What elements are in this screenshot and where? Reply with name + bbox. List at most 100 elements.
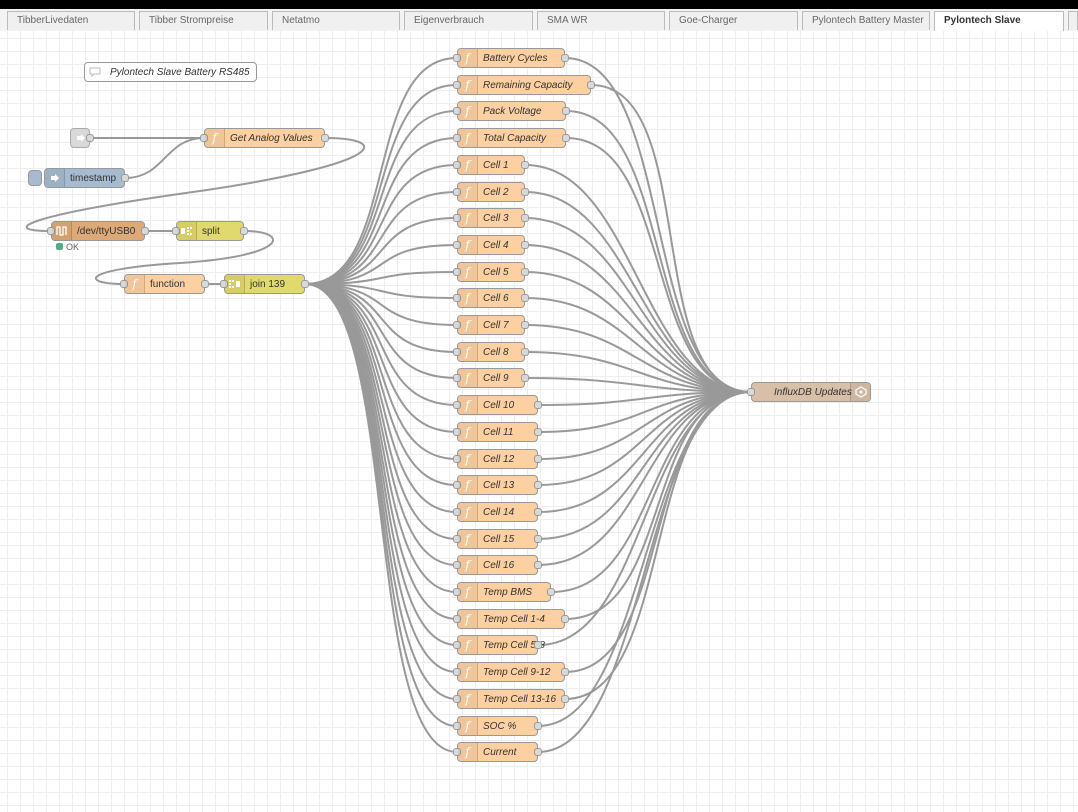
function-node[interactable]: f function xyxy=(120,274,209,294)
fan-node-output-port[interactable] xyxy=(562,107,570,115)
tab-netatmo[interactable]: Netatmo xyxy=(272,11,400,30)
function-output-port[interactable] xyxy=(201,280,209,288)
timestamp-inject-node[interactable]: timestamp xyxy=(28,168,129,188)
tab-tibber-strompreise[interactable]: Tibber Strompreise xyxy=(139,11,268,30)
inject-trigger-button[interactable] xyxy=(28,170,42,186)
fan-node-output-port[interactable] xyxy=(534,641,542,649)
fan-node-output-port[interactable] xyxy=(561,695,569,703)
fan-node-input-port[interactable] xyxy=(453,695,461,703)
get-analog-output-port[interactable] xyxy=(321,134,329,142)
fan-node-output-port[interactable] xyxy=(521,188,529,196)
fan-node-output-port[interactable] xyxy=(534,722,542,730)
inject-node[interactable] xyxy=(70,128,94,148)
fan-node-input-port[interactable] xyxy=(453,294,461,302)
split-node[interactable]: split xyxy=(172,221,248,241)
join-output-port[interactable] xyxy=(301,280,309,288)
fan-node-input-port[interactable] xyxy=(453,588,461,596)
fan-node-output-port[interactable] xyxy=(534,561,542,569)
influxdb-input-port[interactable] xyxy=(747,388,755,396)
fan-node-output-port[interactable] xyxy=(534,508,542,516)
fan-node-output-port[interactable] xyxy=(561,54,569,62)
split-input-port[interactable] xyxy=(172,227,180,235)
fan-node-output-port[interactable] xyxy=(521,268,529,276)
fan-node-input-port[interactable] xyxy=(453,481,461,489)
fan-node-input-port[interactable] xyxy=(453,81,461,89)
tab-eigenverbrauch[interactable]: Eigenverbrauch xyxy=(404,11,533,30)
serial-input-port[interactable] xyxy=(47,227,55,235)
fan-node-output-port[interactable] xyxy=(547,588,555,596)
fan-node-input-port[interactable] xyxy=(453,535,461,543)
fan-node-output-port[interactable] xyxy=(534,401,542,409)
fan-node-input-port[interactable] xyxy=(453,348,461,356)
fan-node-output-port[interactable] xyxy=(521,161,529,169)
fan-node-output-port[interactable] xyxy=(534,748,542,756)
tab-sma-wr[interactable]: SMA WR xyxy=(537,11,665,30)
fan-node-input-port[interactable] xyxy=(453,748,461,756)
fan-node-output-port[interactable] xyxy=(521,294,529,302)
fan-node-input-port[interactable] xyxy=(453,508,461,516)
tab-tibber-livedaten[interactable]: TibberLivedaten xyxy=(7,11,135,30)
fan-node-output-port[interactable] xyxy=(561,615,569,623)
fan-node-output-port[interactable] xyxy=(521,374,529,382)
inject-output-port[interactable] xyxy=(86,134,94,142)
fan-node-input-port[interactable] xyxy=(453,428,461,436)
join-input-port[interactable] xyxy=(220,280,228,288)
fan-node-output-port[interactable] xyxy=(521,241,529,249)
fan-node-output-port[interactable] xyxy=(521,214,529,222)
timestamp-output-port[interactable] xyxy=(121,174,129,182)
fan-node-output-port[interactable] xyxy=(587,81,595,89)
fan-node-input-port[interactable] xyxy=(453,54,461,62)
fan-node-input-port[interactable] xyxy=(453,668,461,676)
serial-port-node[interactable]: /dev/ttyUSB0 xyxy=(47,221,149,241)
fan-node-input-port[interactable] xyxy=(453,455,461,463)
tab-goe-charger[interactable]: Goe-Charger xyxy=(669,11,798,30)
fan-node-input-port[interactable] xyxy=(453,401,461,409)
join-node[interactable]: join 139 xyxy=(220,274,309,294)
fan-node-output-port[interactable] xyxy=(534,455,542,463)
fan-node-output-port[interactable] xyxy=(534,481,542,489)
fan-node-input-port[interactable] xyxy=(453,214,461,222)
fan-node-input-port[interactable] xyxy=(453,641,461,649)
split-output-port[interactable] xyxy=(240,227,248,235)
fan-node-output-port[interactable] xyxy=(562,134,570,142)
fan-node-output-port[interactable] xyxy=(521,348,529,356)
flow-workspace[interactable]: Pylontech Slave Battery RS485 f Get Anal… xyxy=(0,31,1078,812)
fan-node-input-port[interactable] xyxy=(453,161,461,169)
serial-output-port[interactable] xyxy=(141,227,149,235)
fan-node-input-port[interactable] xyxy=(453,241,461,249)
fan-node-input-port[interactable] xyxy=(453,188,461,196)
fan-node-input-port[interactable] xyxy=(453,321,461,329)
fan-node-input-port[interactable] xyxy=(453,722,461,730)
comment-node[interactable]: Pylontech Slave Battery RS485 xyxy=(84,62,257,82)
function-input-port[interactable] xyxy=(120,280,128,288)
fan-node-input-port[interactable] xyxy=(453,268,461,276)
fan-node-input-port[interactable] xyxy=(453,561,461,569)
tab-pylontech-battery-master[interactable]: Pylontech Battery Master xyxy=(802,11,930,30)
fan-node-input-port[interactable] xyxy=(453,107,461,115)
fan-node-input-port[interactable] xyxy=(453,374,461,382)
fan-node-output-port[interactable] xyxy=(561,668,569,676)
